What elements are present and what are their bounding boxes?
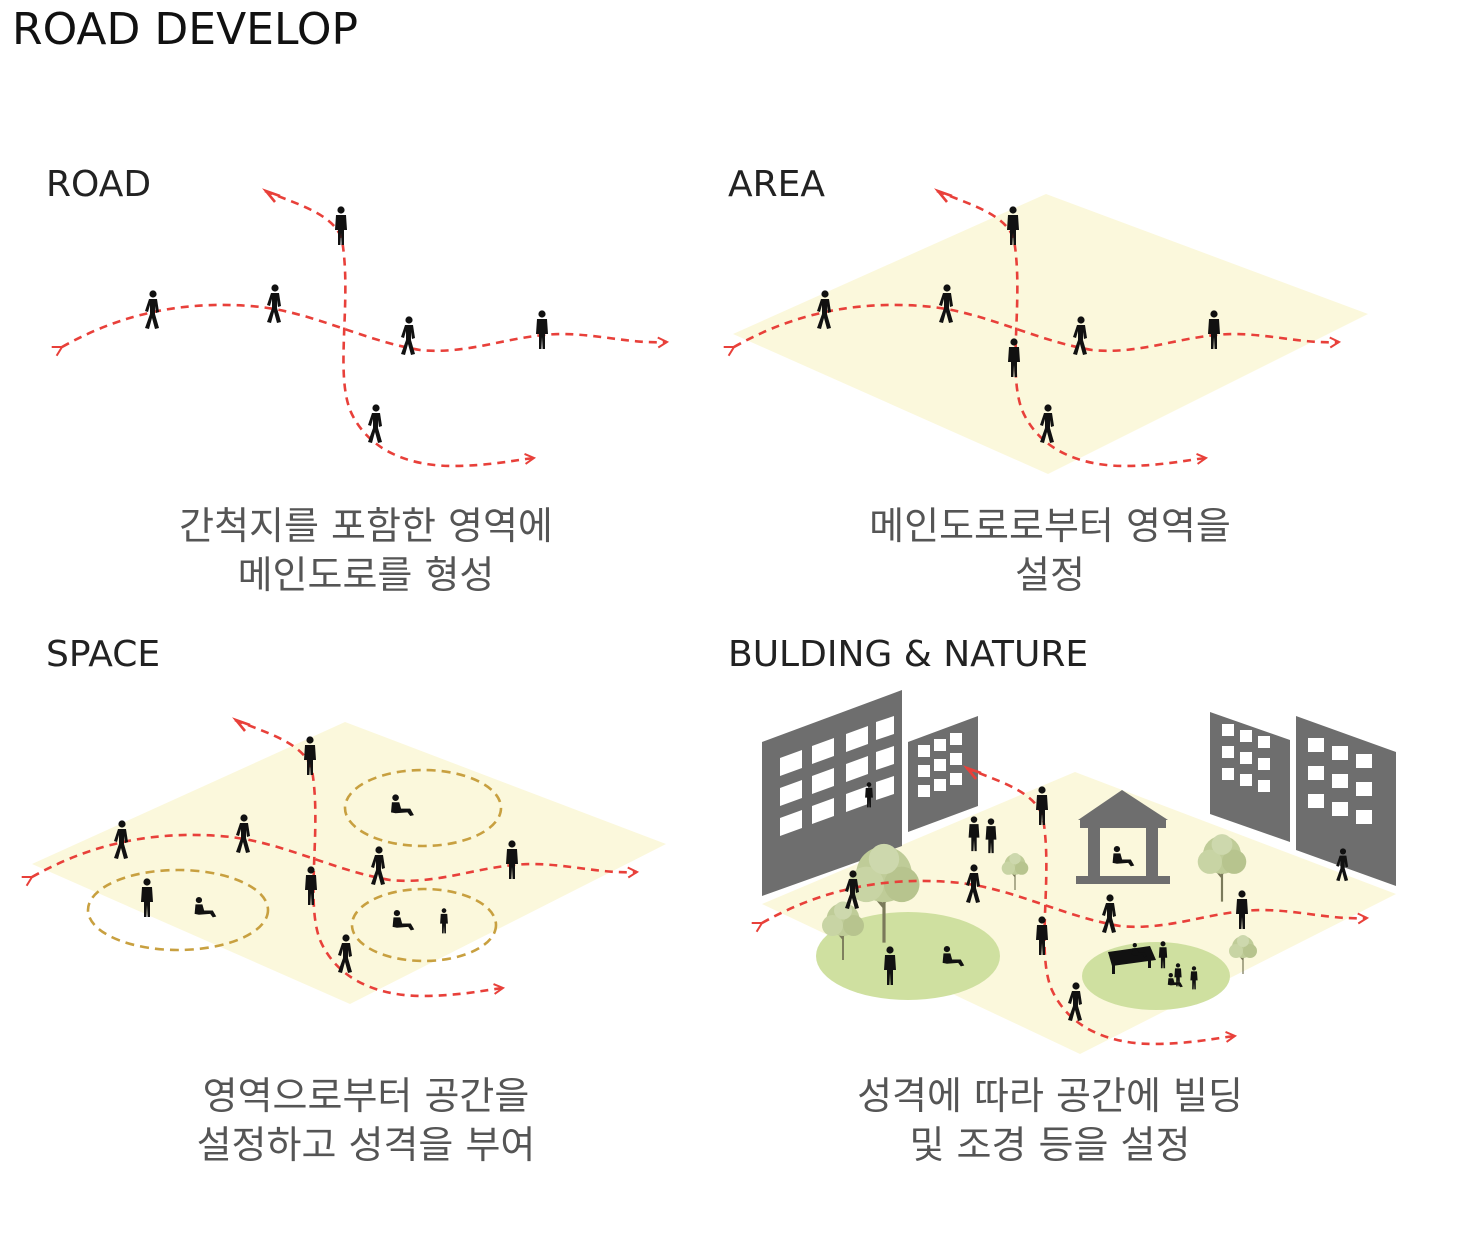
area-path-vertical xyxy=(936,189,1206,468)
space-arrow-head xyxy=(232,717,251,732)
area-path-horizontal xyxy=(734,303,1339,351)
road-arrow-head xyxy=(262,188,281,203)
area-arrow-head xyxy=(934,188,953,203)
nature-path-horizontal xyxy=(762,879,1367,927)
caption-road-line-1: 간척지를 포함한 영역에 xyxy=(179,504,553,548)
space-zone-ring xyxy=(350,887,498,963)
building-left-large xyxy=(762,690,902,896)
road-path-vertical xyxy=(264,189,534,468)
nature-path-vertical xyxy=(965,766,1235,1046)
panel-label-building-nature: BULDING & NATURE xyxy=(728,634,1089,675)
caption-building-nature-line-1: 성격에 따라 공간에 빌딩 xyxy=(857,1074,1243,1118)
caption-area: 메인도로로부터 영역을 설정 xyxy=(750,502,1350,600)
panel-label-space: SPACE xyxy=(46,634,161,675)
pavilion xyxy=(1076,790,1170,884)
lawn-circle xyxy=(816,912,1000,1000)
page-title: ROAD DEVELOP xyxy=(12,4,359,55)
building-left-small xyxy=(908,716,978,832)
nature-arrow-head xyxy=(963,765,982,780)
caption-area-line-1: 메인도로로부터 영역을 xyxy=(869,504,1231,548)
caption-space-line-1: 영역으로부터 공간을 xyxy=(202,1074,530,1118)
caption-area-line-2: 설정 xyxy=(1015,553,1085,597)
caption-road: 간척지를 포함한 영역에 메인도로를 형성 xyxy=(66,502,666,600)
area-plane xyxy=(733,194,1368,474)
caption-space: 영역으로부터 공간을 설정하고 성격을 부여 xyxy=(66,1072,666,1170)
caption-space-line-2: 설정하고 성격을 부여 xyxy=(196,1123,536,1167)
space-path-horizontal xyxy=(32,833,637,881)
panel-label-area: AREA xyxy=(728,164,826,205)
road-path-horizontal xyxy=(62,303,667,351)
space-path-vertical xyxy=(234,718,503,998)
caption-road-line-2: 메인도로를 형성 xyxy=(237,553,495,597)
building-right-large xyxy=(1296,716,1396,886)
piano-band-icon xyxy=(1108,941,1198,990)
building-right-small xyxy=(1210,712,1290,842)
caption-building-nature: 성격에 따라 공간에 빌딩 및 조경 등을 설정 xyxy=(750,1072,1350,1170)
space-zone-ring xyxy=(343,768,503,848)
space-plane xyxy=(32,722,666,1004)
lawn-circle xyxy=(1082,942,1230,1010)
caption-building-nature-line-2: 및 조경 등을 설정 xyxy=(909,1123,1191,1167)
panel-label-road: ROAD xyxy=(46,164,152,205)
